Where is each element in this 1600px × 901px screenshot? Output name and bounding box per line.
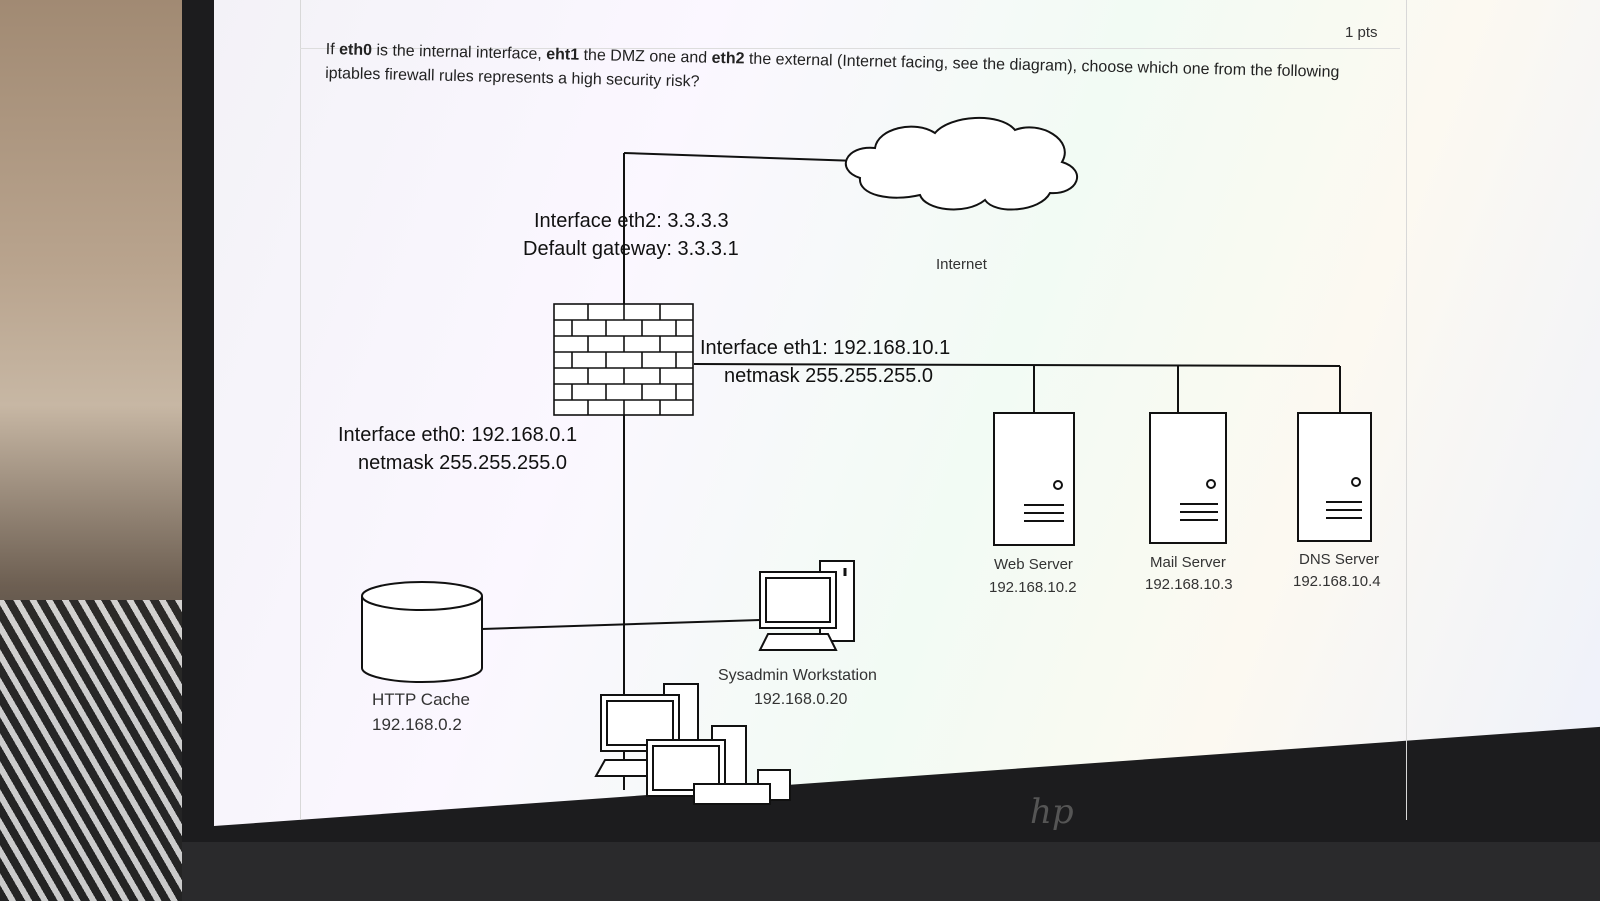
web-server-ip: 192.168.10.2 — [989, 579, 1077, 596]
eth0-netmask-label: netmask 255.255.255.0 — [358, 452, 568, 474]
laptop-logo: hp — [1030, 792, 1074, 832]
eth0-interface-label: Interface eth0: 192.168.0.1 — [338, 424, 578, 446]
firewall-icon — [553, 303, 694, 416]
http-cache-ip: 192.168.0.2 — [372, 715, 462, 734]
dns-server-name: DNS Server — [1299, 551, 1380, 568]
eth1-interface-label: Interface eth1: 192.168.10.1 — [700, 337, 951, 359]
workstation-icon — [693, 769, 791, 805]
eth2-interface-label: Interface eth2: 3.3.3.3 — [534, 210, 729, 232]
question-header-divider — [300, 48, 1400, 49]
server-icon — [1297, 412, 1372, 542]
cloud-icon — [844, 117, 1079, 211]
eth1-netmask-label: netmask 255.255.255.0 — [724, 365, 934, 387]
server-icon — [1149, 412, 1227, 544]
server-icon — [993, 412, 1075, 546]
question-points: 1 pts — [1345, 24, 1378, 41]
mail-server-ip: 192.168.10.3 — [1145, 576, 1233, 593]
sysadmin-workstation-ip: 192.168.0.20 — [754, 691, 848, 708]
web-server-name: Web Server — [994, 556, 1073, 573]
laptop-bezel-bottom — [182, 842, 1600, 901]
workstation-icon — [594, 683, 699, 777]
database-icon — [361, 581, 483, 683]
mail-server-name: Mail Server — [1150, 554, 1226, 571]
internet-link — [623, 152, 859, 162]
question-card — [300, 0, 1407, 820]
workstation-icon — [758, 560, 855, 651]
lan-line — [481, 619, 761, 630]
eth2-gateway-label: Default gateway: 3.3.3.1 — [523, 238, 739, 260]
http-cache-name: HTTP Cache — [372, 690, 470, 709]
dns-server-ip: 192.168.10.4 — [1293, 573, 1381, 590]
dmz-bus — [693, 363, 1341, 367]
sysadmin-workstation-name: Sysadmin Workstation — [718, 667, 877, 684]
background-striped-blanket — [0, 600, 200, 901]
internet-label: Internet — [936, 256, 987, 273]
